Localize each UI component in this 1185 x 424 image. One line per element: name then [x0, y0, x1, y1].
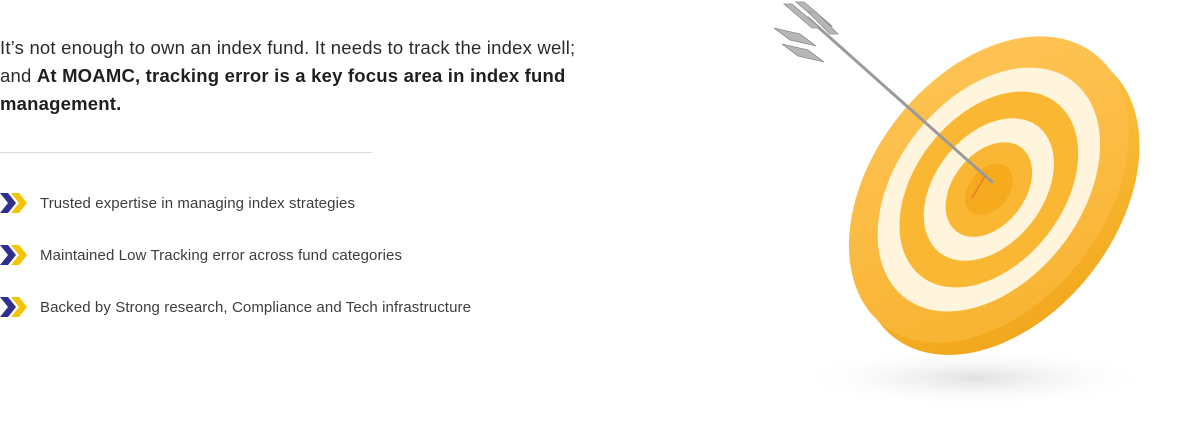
feature-label: Trusted expertise in managing index stra… — [40, 194, 356, 212]
double-chevron-icon — [0, 297, 27, 317]
feature-list: Trusted expertise in managing index stra… — [0, 188, 471, 344]
feature-item: Trusted expertise in managing index stra… — [0, 188, 471, 218]
feature-item: Maintained Low Tracking error across fun… — [0, 240, 471, 270]
feature-label: Maintained Low Tracking error across fun… — [40, 246, 403, 264]
double-chevron-icon — [0, 193, 27, 213]
intro-bold: At MOAMC, tracking error is a key focus … — [0, 65, 566, 114]
feature-item: Backed by Strong research, Compliance an… — [0, 292, 471, 322]
double-chevron-icon — [0, 245, 27, 265]
intro-text: It’s not enough to own an index fund. It… — [0, 34, 610, 118]
intro-plain: It’s not enough to own an index fund. It… — [0, 37, 576, 86]
section-divider — [0, 152, 372, 153]
target-with-arrow-icon — [773, 1, 1155, 408]
feature-label: Backed by Strong research, Compliance an… — [40, 298, 472, 316]
